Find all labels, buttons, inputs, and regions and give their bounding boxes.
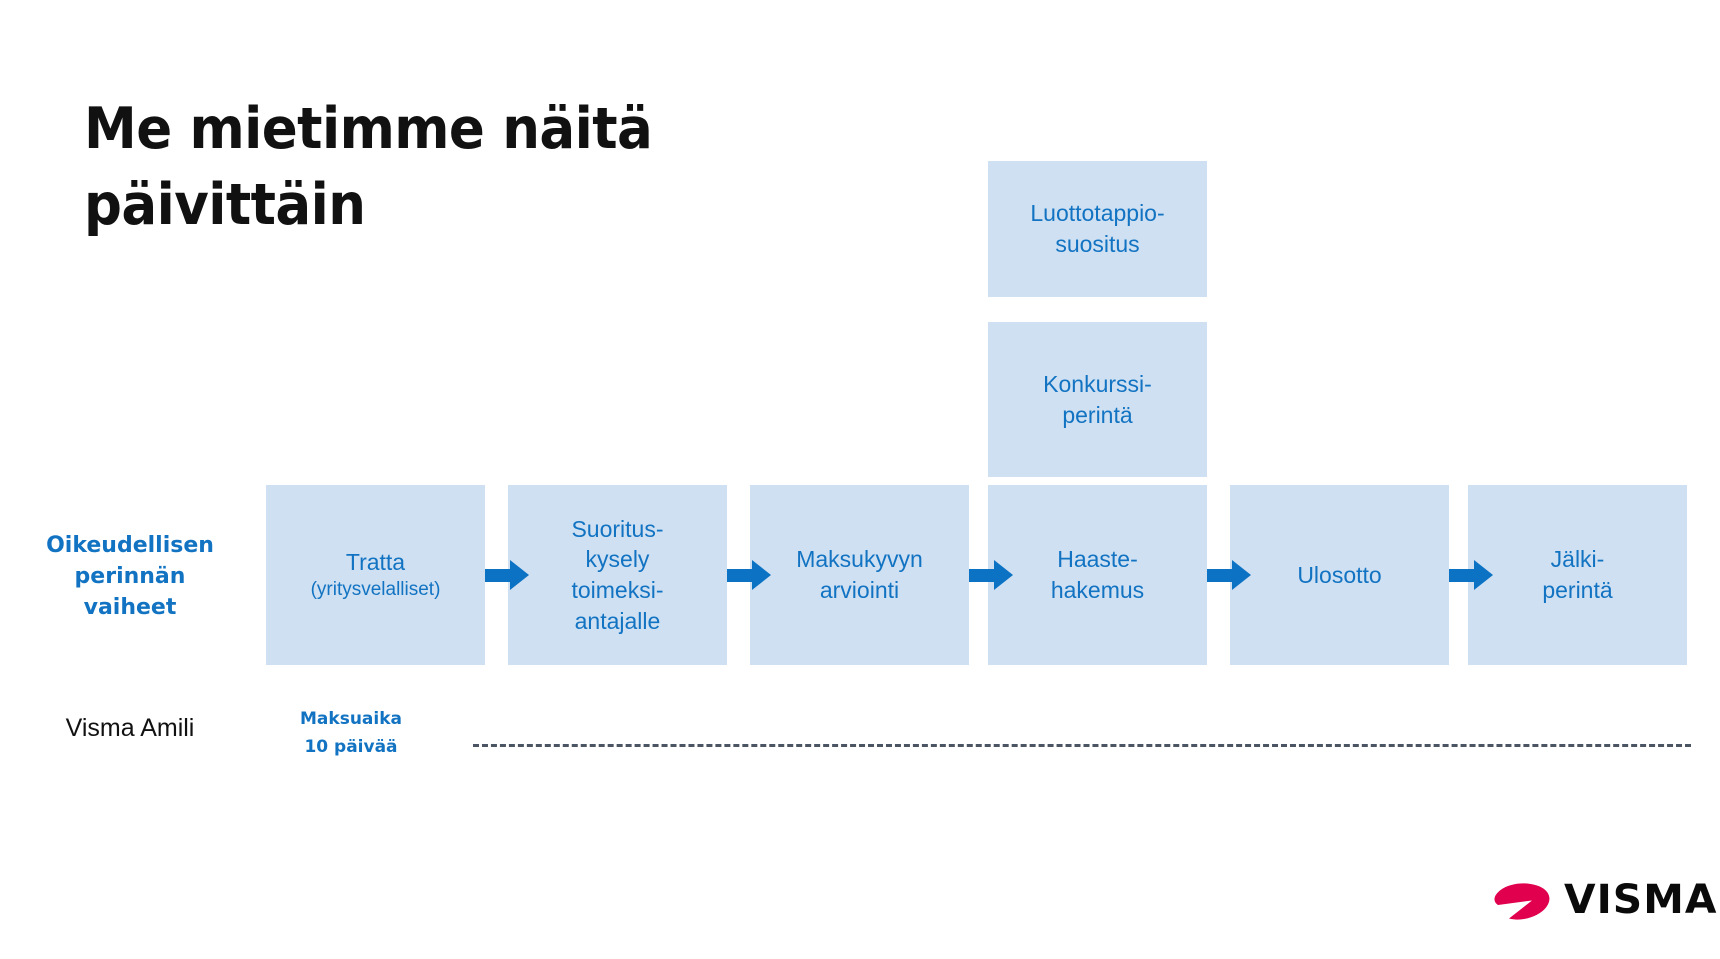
row-label-legal-phases: Oikeudellisen perinnän vaiheet: [46, 533, 214, 621]
branch-box-luottotappio-suositus[interactable]: Luottotappio- suositus: [988, 161, 1207, 297]
visma-wordmark: VISMA: [1564, 877, 1718, 923]
row-label-visma-amili: Visma Amili: [65, 714, 195, 742]
process-step-1-sublabel: (yritysvelalliset): [310, 578, 441, 600]
process-step-2[interactable]: Suoritus- kysely toimeksi- antajalle: [508, 485, 727, 665]
arrow-shaft: [485, 569, 513, 582]
process-step-6[interactable]: Jälki- perintä: [1468, 485, 1687, 665]
arrow-head: [1474, 560, 1493, 590]
arrow-right-icon-4: [1207, 560, 1251, 590]
process-step-5[interactable]: Ulosotto: [1230, 485, 1449, 665]
arrow-head: [752, 560, 771, 590]
visma-logo: VISMA: [1492, 876, 1716, 928]
process-step-1-text: Tratta (yritysvelalliset): [311, 517, 441, 633]
process-step-3[interactable]: Maksukyvyn arviointi: [750, 485, 969, 665]
arrow-head: [994, 560, 1013, 590]
process-step-4[interactable]: Haaste- hakemus: [988, 485, 1207, 665]
arrow-shaft: [969, 569, 997, 582]
payment-term-note: Maksuaika 10 päivää: [300, 709, 402, 757]
arrow-right-icon-3: [969, 560, 1013, 590]
arrow-right-icon-1: [485, 560, 529, 590]
visma-swoosh-icon: [1492, 882, 1554, 922]
process-step-1-label: Tratta: [345, 549, 406, 576]
arrow-right-icon-2: [727, 560, 771, 590]
arrow-head: [1232, 560, 1251, 590]
branch-box-konkurssi-perinta[interactable]: Konkurssi- perintä: [988, 322, 1207, 477]
arrow-shaft: [1207, 569, 1235, 582]
arrow-right-icon-5: [1449, 560, 1493, 590]
timeline-dashed-line: [473, 744, 1691, 747]
arrow-shaft: [727, 569, 755, 582]
page-title: Me mietimme näitä päivittäin: [84, 96, 653, 238]
arrow-head: [510, 560, 529, 590]
arrow-shaft: [1449, 569, 1477, 582]
process-step-1[interactable]: Tratta (yritysvelalliset): [266, 485, 485, 665]
